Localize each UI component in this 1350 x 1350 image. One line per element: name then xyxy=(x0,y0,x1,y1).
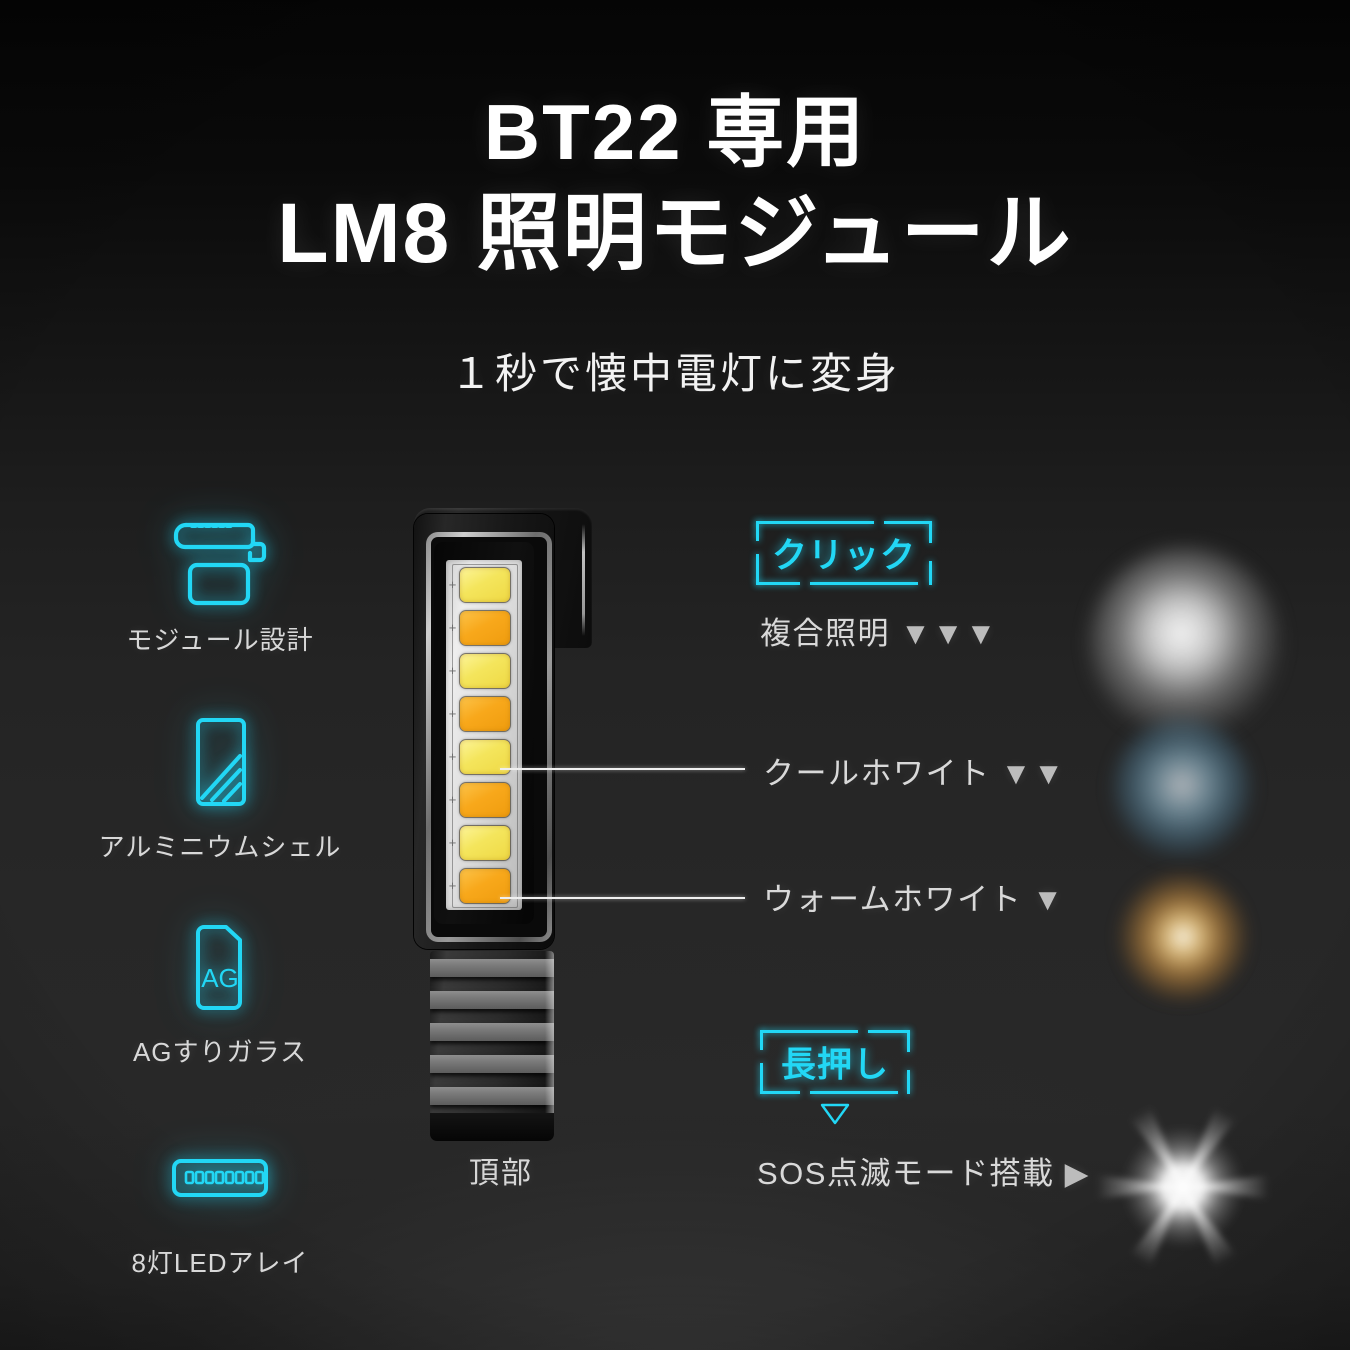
led-3 xyxy=(459,653,511,689)
pcb-marking: + xyxy=(448,792,457,807)
glow-orb-warm-white xyxy=(1118,872,1248,1002)
leader-line-cool-white xyxy=(500,768,745,770)
ag-frosted-glass-icon: AG xyxy=(60,912,380,1022)
leader-line-warm-white xyxy=(500,897,745,899)
feature-list: モジュール設計 アルミニウムシェル xyxy=(60,500,380,1288)
click-tag-frame: クリック xyxy=(756,521,932,585)
feature-item-ag-glass: AG AGすりガラス xyxy=(60,912,380,1069)
mode-warm-white: ウォームホワイト ▼ xyxy=(763,874,1065,919)
down-triangle-icon xyxy=(820,1102,850,1125)
sos-mode-arrow: ▶ xyxy=(1064,1156,1091,1191)
page-title: BT22 専用 LM8 照明モジュール xyxy=(0,86,1350,283)
mode-warm-white-label: ウォームホワイト xyxy=(763,882,1023,917)
mode-cool-white-arrows: ▼▼ xyxy=(1000,756,1066,791)
feature-item-module-design: モジュール設計 xyxy=(60,500,380,657)
pcb-marking: + xyxy=(448,577,457,592)
feature-item-aluminum-shell: アルミニウムシェル xyxy=(60,707,380,864)
mode-cool-white: クールホワイト ▼▼ xyxy=(763,748,1066,793)
light-module-icon xyxy=(60,500,380,610)
longpress-tag-label: 長押し xyxy=(780,1045,889,1085)
aluminum-shell-icon xyxy=(60,707,380,817)
sos-mode-label: SOS点滅モード搭載 xyxy=(757,1156,1055,1191)
pcb-marking: + xyxy=(448,620,457,635)
feature-label-aluminum-shell: アルミニウムシェル xyxy=(98,832,342,862)
pcb-marking: + xyxy=(448,749,457,764)
device-grip xyxy=(430,951,554,1127)
headline-line-1: BT22 専用 xyxy=(483,88,867,176)
feature-label-module-design: モジュール設計 xyxy=(126,625,314,655)
led-6 xyxy=(459,782,511,818)
longpress-tag-frame: 長押し xyxy=(760,1030,910,1094)
led-7 xyxy=(459,825,511,861)
led-array-icon xyxy=(60,1123,380,1233)
pcb-marking: + xyxy=(448,706,457,721)
mode-combined-arrows: ▼▼▼ xyxy=(900,616,999,651)
led-2 xyxy=(459,610,511,646)
pcb-marking: + xyxy=(448,663,457,678)
feature-item-led-array: 8灯LEDアレイ xyxy=(60,1123,380,1280)
device-foot xyxy=(430,1113,554,1141)
product-device: + + + + + + + + 頂部 xyxy=(406,508,596,1190)
feature-label-ag-glass: AGすりガラス xyxy=(132,1037,308,1067)
led-array: + + + + + + + + xyxy=(449,567,511,904)
click-tag-label: クリック xyxy=(771,536,916,576)
led-4 xyxy=(459,696,511,732)
glow-orb-combined xyxy=(1090,548,1280,738)
feature-label-led-array: 8灯LEDアレイ xyxy=(131,1248,309,1278)
pcb-marking: + xyxy=(448,835,457,850)
glow-orb-cool-white xyxy=(1112,718,1252,858)
mode-combined-label: 複合照明 xyxy=(760,616,890,651)
device-pcb-rail xyxy=(452,564,518,908)
page-subtitle: １秒で懐中電灯に変身 xyxy=(449,350,900,397)
device-caption: 頂部 xyxy=(469,1157,533,1190)
pcb-marking: + xyxy=(448,878,457,893)
mode-combined: 複合照明 ▼▼▼ xyxy=(760,608,998,653)
sos-starburst-icon xyxy=(1088,1092,1278,1282)
headline-line-2: LM8 照明モジュール xyxy=(277,186,1073,281)
device-shroud-highlight xyxy=(582,524,585,636)
led-1 xyxy=(459,567,511,603)
sos-mode-text: SOS点滅モード搭載 ▶ xyxy=(757,1148,1090,1193)
mode-warm-white-arrows: ▼ xyxy=(1032,882,1065,917)
ag-icon-text: AG xyxy=(201,963,239,993)
mode-cool-white-label: クールホワイト xyxy=(763,756,991,791)
